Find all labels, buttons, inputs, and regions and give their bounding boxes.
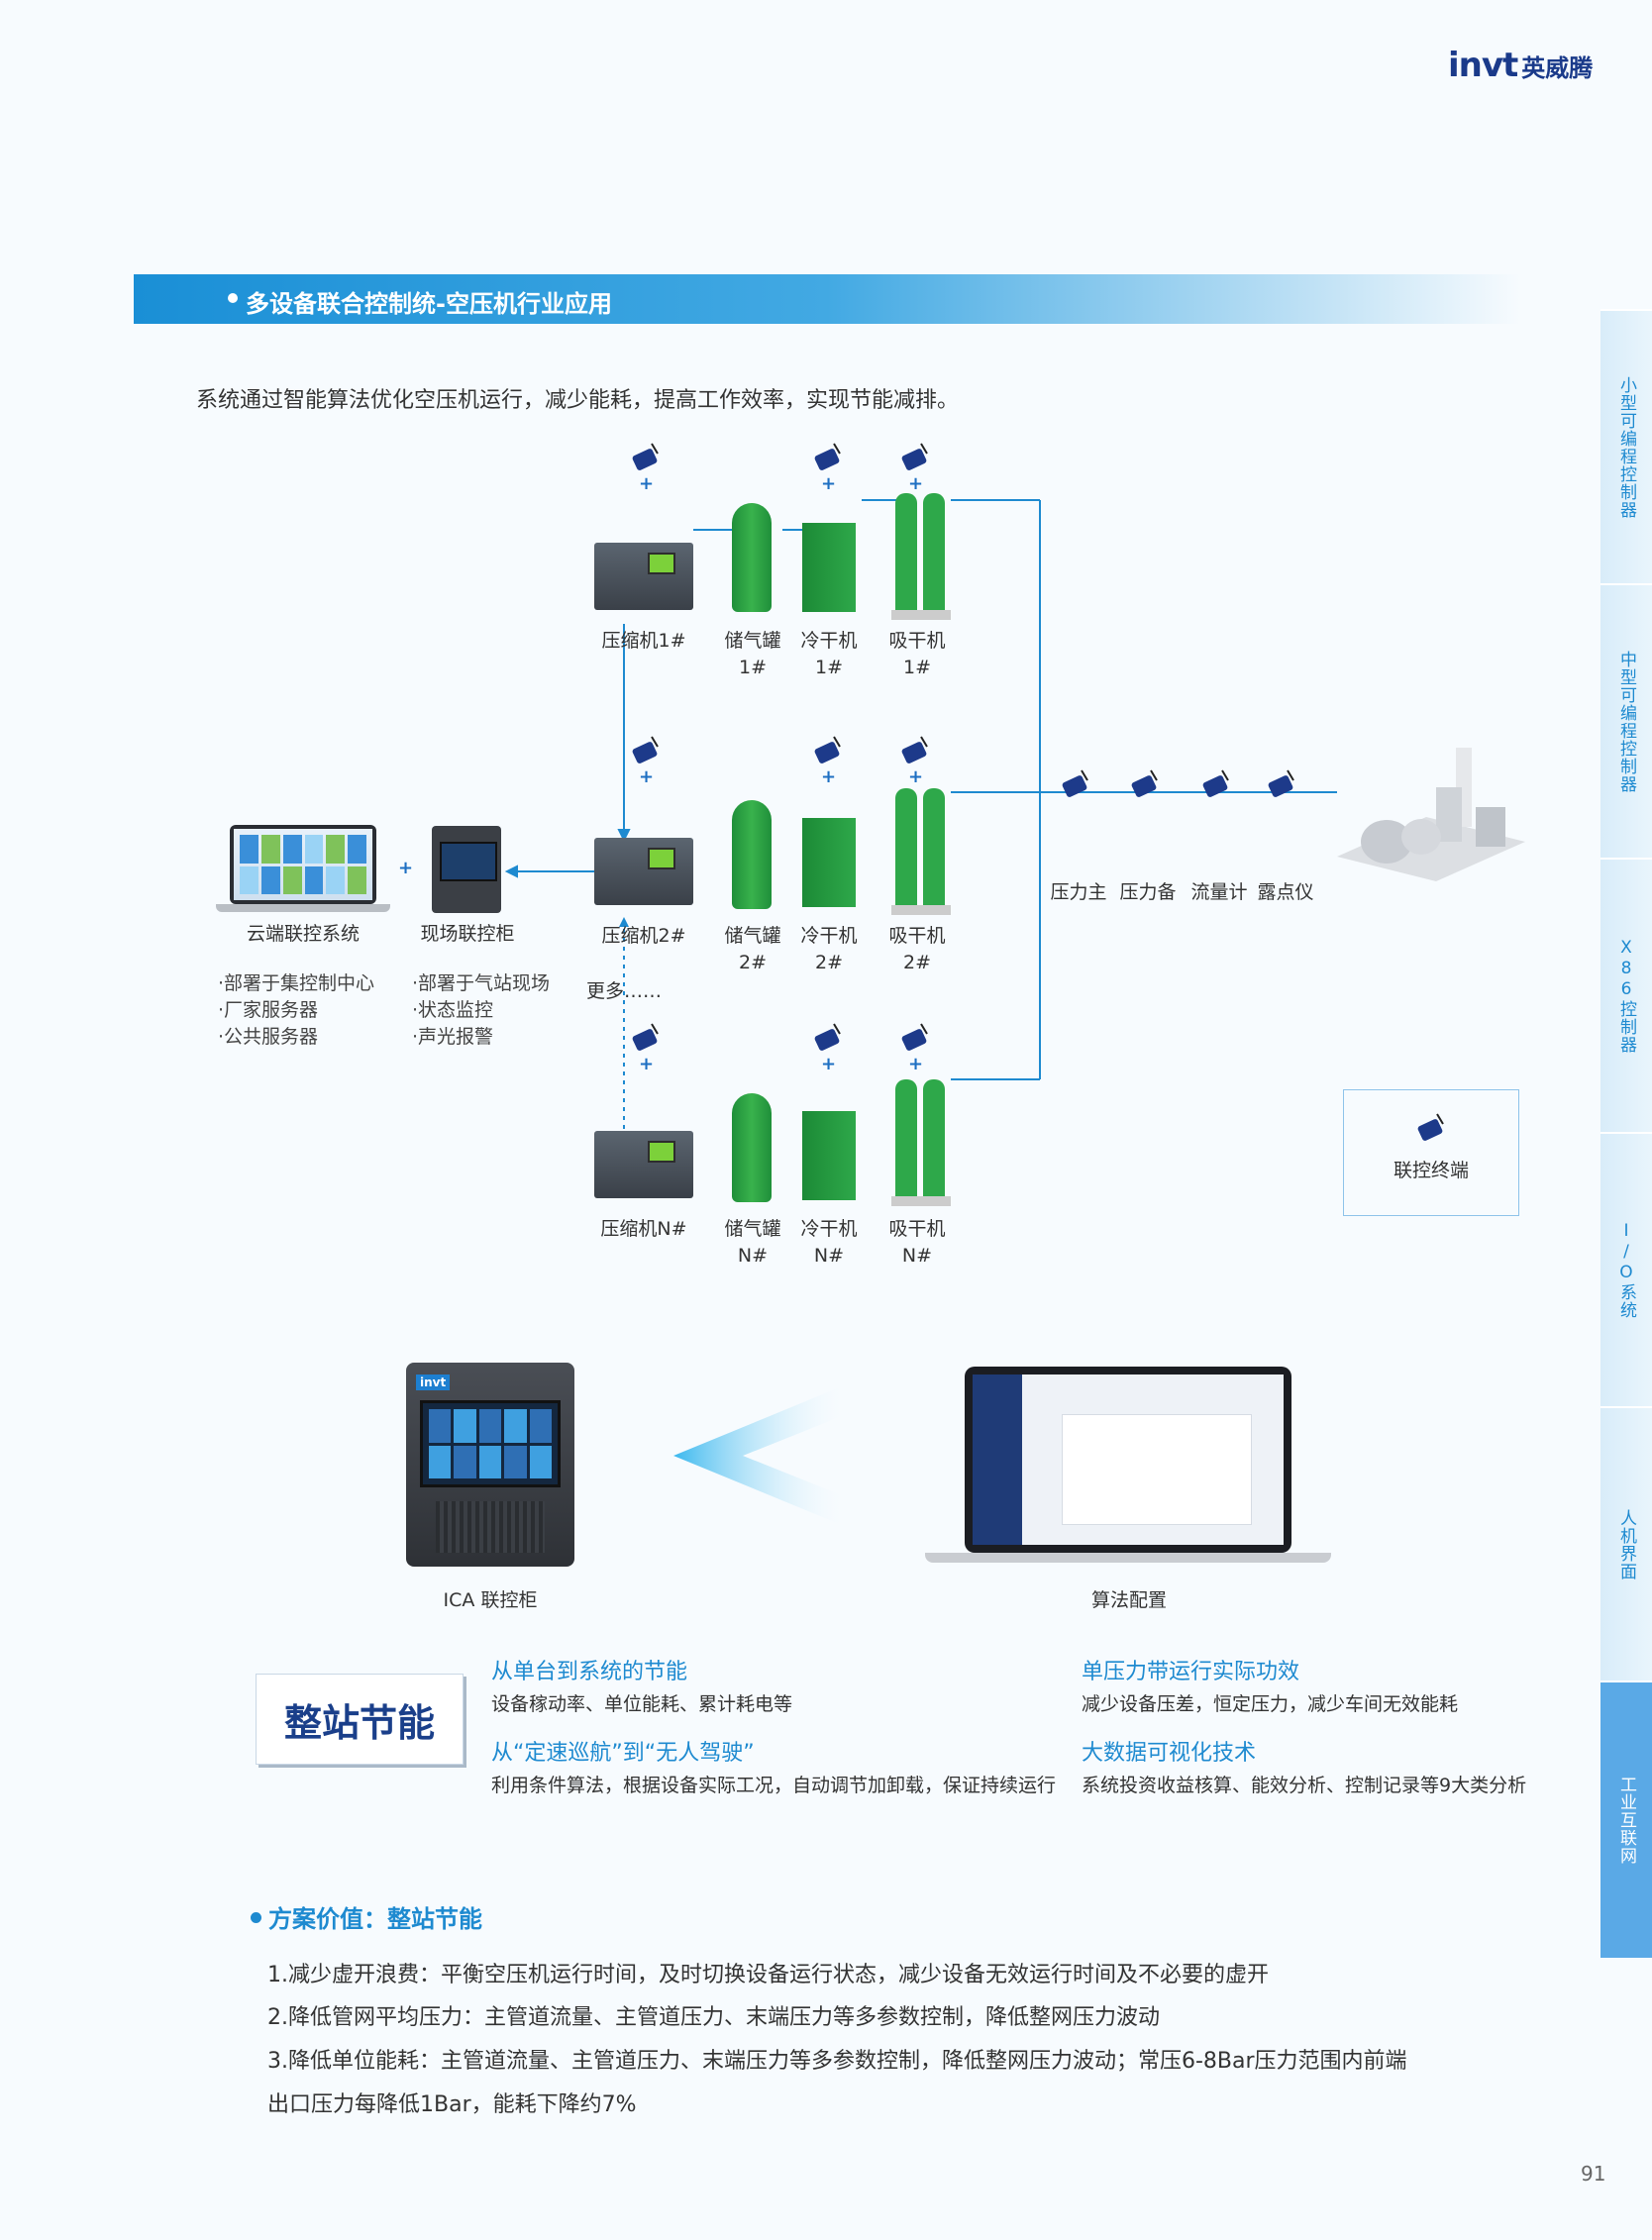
wireless-sensor-icon (628, 1022, 662, 1052)
compressor-label: 压缩机N# (600, 1218, 687, 1240)
air-tank-illustration (732, 800, 772, 909)
cabinet-brand: invt (416, 1375, 451, 1390)
wireless-sensor-icon (810, 1022, 844, 1052)
compressor-illustration (594, 1131, 693, 1198)
compressor-illustration (594, 838, 693, 905)
field-cabinet-label: 现场联控柜 (420, 923, 515, 945)
plus-sign: + (398, 858, 414, 878)
value-title: 方案价值：整站节能 (268, 1905, 482, 1933)
value-line: 1.减少虚开浪费：平衡空压机运行时间，及时切换设备运行状态，减少设备无效运行时间… (267, 1963, 1269, 1987)
side-tab-iiot[interactable]: 工业互联网 (1600, 1680, 1652, 1958)
wireless-sensor-icon (897, 1022, 931, 1052)
banner-bullet-icon (228, 293, 238, 303)
wireless-sensor-icon (628, 442, 662, 471)
adsorption-dryer-illustration (891, 1079, 951, 1208)
wireless-sensor-icon (1058, 768, 1091, 798)
chevron-left-icon (673, 1386, 842, 1525)
wireless-sensor-icon (1264, 768, 1297, 798)
cloud-bullets: ·部署于集控制中心 ·厂家服务器 ·公共服务器 (218, 972, 375, 1048)
algo-label: 算法配置 (1090, 1589, 1167, 1611)
sensor-label-pressure-backup: 压力备 (1119, 881, 1177, 903)
page-number: 91 (1581, 2162, 1606, 2186)
feature-desc: 减少设备压差，恒定压力，减少车间无效能耗 (1082, 1693, 1459, 1715)
ica-label: ICA 联控柜 (443, 1589, 538, 1611)
feature-desc: 系统投资收益核算、能效分析、控制记录等9大类分析 (1082, 1775, 1527, 1796)
side-tab-medium-plc[interactable]: 中型可编程控制器 (1600, 583, 1652, 858)
wireless-sensor-icon (810, 735, 844, 764)
value-line: 2.降低管网平均压力：主管道流量、主管道压力、末端压力等多参数控制，降低整网压力… (267, 2005, 1160, 2030)
wireless-terminal-icon (1413, 1112, 1447, 1142)
feature-title: 从“定速巡航”到“无人驾驶” (491, 1741, 755, 1766)
compressor-illustration (594, 543, 693, 610)
side-tab-io[interactable]: I/O系统 (1600, 1132, 1652, 1406)
cabinet-bullets: ·部署于气站现场 ·状态监控 ·声光报警 (412, 972, 551, 1048)
wireless-sensor-icon (1127, 768, 1161, 798)
brand-logo: invt 英威腾 (1448, 46, 1593, 85)
wireless-sensor-icon (628, 735, 662, 764)
feature-desc: 利用条件算法，根据设备实际工况，自动调节加卸载，保证持续运行 (491, 1775, 1057, 1796)
more-text: 更多…… (586, 980, 663, 1002)
refrigerated-dryer-illustration (802, 818, 856, 907)
wireless-sensor-icon (897, 735, 931, 764)
refrigerated-dryer-illustration (802, 1111, 856, 1200)
feature-title: 大数据可视化技术 (1082, 1741, 1257, 1766)
side-tab-hmi[interactable]: 人机界面 (1600, 1406, 1652, 1680)
key-label-box: 整站节能 (256, 1674, 464, 1765)
sensor-label-dewpoint: 露点仪 (1257, 881, 1314, 903)
factory-illustration (1337, 748, 1525, 881)
air-tank-illustration (732, 1093, 772, 1202)
field-cabinet-illustration (432, 826, 501, 913)
wireless-sensor-icon (897, 442, 931, 471)
adsorption-dryer-illustration (891, 788, 951, 917)
side-tab-small-plc[interactable]: 小型可编程控制器 (1600, 309, 1652, 583)
wireless-sensor-icon (810, 442, 844, 471)
compressor-label: 压缩机1# (601, 630, 686, 652)
value-line: 3.降低单位能耗：主管道流量、主管道压力、末端压力等多参数控制，降低整网压力波动… (267, 2049, 1407, 2074)
refrigerated-dryer-illustration (802, 523, 856, 612)
section-title: 多设备联合控制统-空压机行业应用 (246, 290, 612, 318)
terminal-label: 联控终端 (1393, 1160, 1469, 1181)
section-intro: 系统通过智能算法优化空压机运行，减少能耗，提高工作效率，实现节能减排。 (196, 388, 960, 413)
feature-title: 从单台到系统的节能 (491, 1660, 688, 1684)
wireless-sensor-icon (1198, 768, 1232, 798)
feature-desc: 设备稼动率、单位能耗、累计耗电等 (491, 1693, 793, 1715)
value-line: 出口压力每降低1Bar，能耗下降约7% (267, 2092, 637, 2117)
sensor-label-flowmeter: 流量计 (1190, 881, 1248, 903)
ica-cabinet-image: invt (406, 1363, 574, 1567)
value-bullet-icon (251, 1912, 261, 1923)
terminal-box: 联控终端 (1343, 1089, 1519, 1216)
adsorption-dryer-illustration (891, 493, 951, 622)
sensor-label-pressure-main: 压力主 (1050, 881, 1107, 903)
algorithm-laptop-image (925, 1367, 1331, 1565)
logo-mark: invt (1448, 46, 1518, 85)
air-tank-illustration (732, 503, 772, 612)
diagram-lines (504, 499, 1337, 1129)
logo-chinese: 英威腾 (1521, 53, 1594, 82)
side-tab-x86[interactable]: X86控制器 (1600, 858, 1652, 1132)
cloud-system-label: 云端联控系统 (246, 923, 360, 945)
compressor-label: 压缩机2# (601, 925, 686, 947)
section-banner (134, 274, 1520, 324)
feature-title: 单压力带运行实际功效 (1082, 1660, 1300, 1684)
cloud-laptop-illustration (216, 825, 390, 912)
